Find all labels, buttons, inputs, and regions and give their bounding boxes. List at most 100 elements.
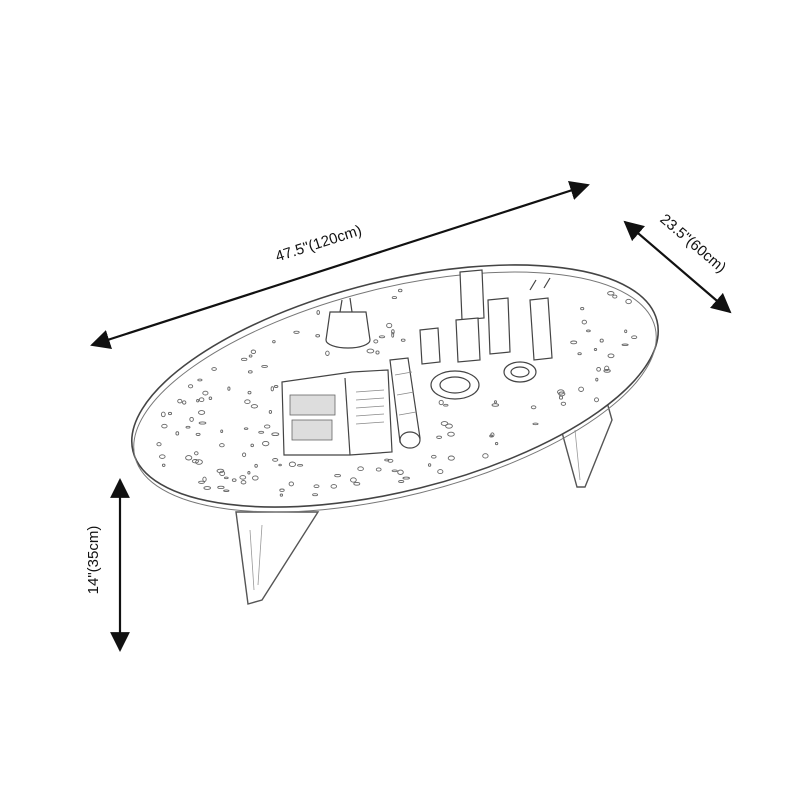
speckle: [185, 425, 191, 429]
speckle: [398, 480, 405, 483]
speckle: [631, 335, 638, 340]
speckle: [208, 396, 213, 400]
speckle: [270, 386, 274, 392]
speckle: [530, 405, 537, 410]
speckle: [603, 369, 611, 373]
speckle: [334, 473, 341, 478]
bowls: [430, 361, 537, 400]
speckle: [482, 453, 489, 459]
speckle: [261, 364, 268, 368]
speckle: [223, 489, 230, 492]
speckle: [313, 484, 320, 489]
speckle: [427, 463, 432, 467]
speckle: [211, 367, 217, 371]
speckle: [621, 343, 629, 347]
speckle: [612, 294, 618, 299]
speckle: [194, 451, 199, 456]
speckle: [182, 400, 187, 405]
speckle: [262, 440, 270, 447]
speckle: [242, 452, 247, 458]
speckle: [279, 488, 285, 492]
speckle: [161, 423, 168, 429]
speckle: [397, 469, 404, 475]
width-arrow: [623, 220, 732, 314]
speckle: [438, 399, 444, 406]
speckle: [231, 478, 237, 482]
speckle: [330, 484, 338, 489]
speckle: [604, 365, 610, 372]
speckle: [447, 431, 455, 437]
speckle: [288, 481, 294, 487]
speckle: [250, 349, 257, 355]
speckle: [384, 458, 390, 462]
speckle: [239, 475, 247, 480]
speckle: [375, 467, 382, 472]
speckle: [216, 468, 225, 474]
speckle: [577, 352, 582, 356]
speckle: [177, 398, 183, 404]
speckle: [491, 403, 500, 407]
speckle: [353, 481, 361, 486]
speckle: [350, 477, 357, 483]
speckle: [558, 395, 564, 400]
speckle: [250, 443, 254, 448]
speckle: [227, 386, 231, 391]
speckle: [159, 454, 166, 459]
width-label: 23.5"(60cm): [657, 211, 730, 277]
speckle: [494, 400, 497, 404]
speckle: [268, 409, 273, 414]
speckle: [156, 442, 162, 447]
speckle: [220, 429, 224, 433]
speckle: [607, 353, 615, 359]
speckle: [195, 432, 201, 436]
speckle: [240, 480, 247, 485]
speckle: [244, 399, 251, 405]
speckle: [279, 493, 284, 497]
speckle: [195, 459, 203, 465]
speckle: [391, 469, 398, 473]
speckle: [250, 404, 259, 409]
speckle: [247, 390, 252, 395]
speckle: [189, 416, 194, 422]
speckle: [366, 348, 375, 354]
speckle: [185, 455, 193, 461]
rolled-magazine: [389, 357, 421, 449]
dimension-arrows: [90, 181, 732, 652]
speckle: [160, 411, 166, 418]
speckle: [264, 424, 271, 429]
speckle: [217, 485, 225, 490]
speckle: [599, 338, 604, 343]
speckle: [223, 476, 229, 480]
speckle: [312, 493, 319, 497]
speckle: [247, 370, 253, 374]
speckle: [595, 377, 599, 382]
speckle: [196, 399, 200, 403]
speckle: [288, 461, 296, 468]
speckle: [219, 443, 225, 448]
height-label: 14"(35cm): [85, 526, 102, 595]
speckle: [247, 471, 251, 475]
length-label: 47.5"(120cm): [273, 222, 363, 266]
speckle: [593, 348, 598, 351]
speckle: [161, 463, 166, 467]
speckle: [447, 455, 455, 461]
speckle: [594, 397, 599, 403]
speckle: [243, 427, 249, 430]
speckle: [325, 350, 330, 356]
length-arrow: [90, 181, 590, 349]
speckle: [402, 476, 410, 480]
speckle: [445, 423, 453, 429]
speckle: [252, 475, 259, 481]
speckle: [175, 431, 180, 436]
speckle: [258, 430, 265, 434]
speckle: [188, 384, 194, 389]
speckle: [198, 397, 205, 403]
speckle: [198, 421, 207, 425]
speckle: [273, 385, 279, 388]
speckle: [578, 386, 584, 392]
speckle: [596, 366, 601, 372]
speckle: [248, 354, 253, 358]
speckle: [357, 466, 364, 472]
